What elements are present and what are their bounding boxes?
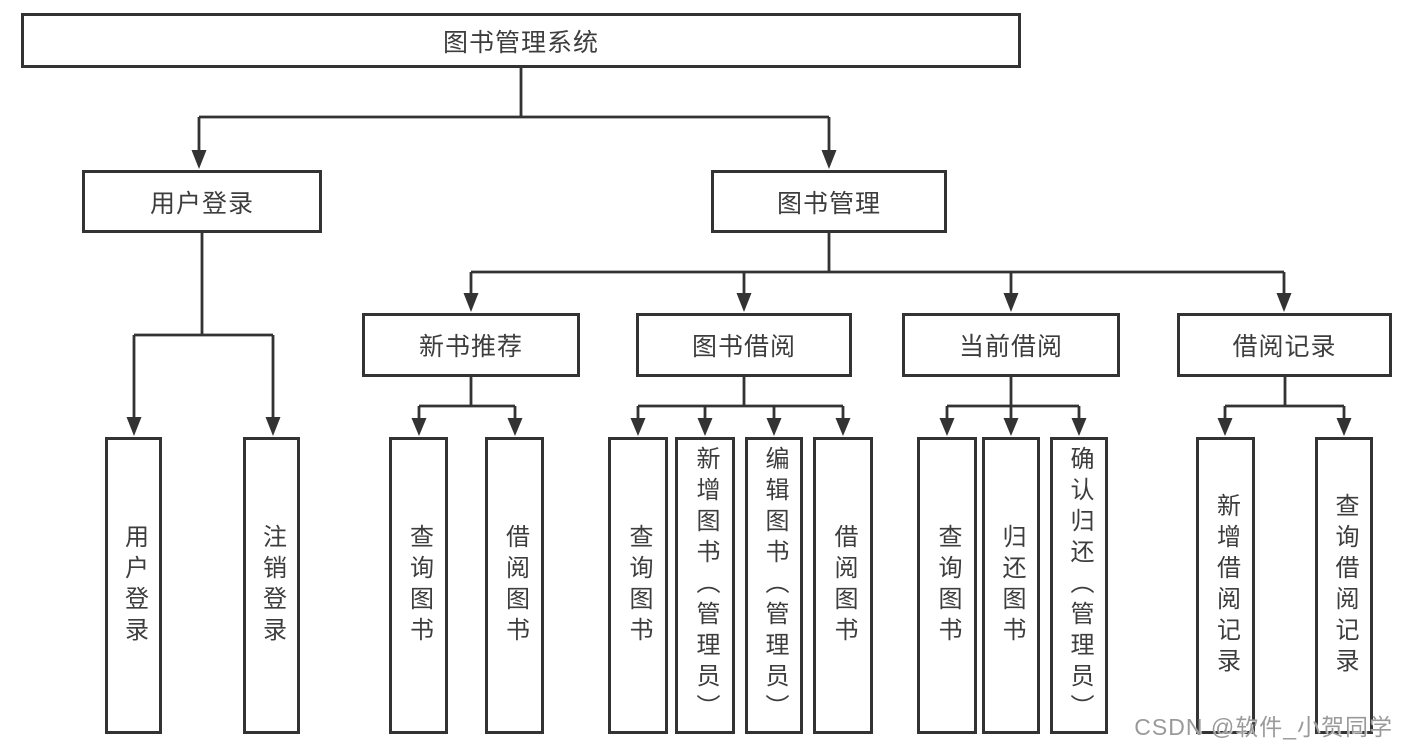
node-label: 用户登录 — [149, 189, 254, 218]
connector-book-borrow-group — [630, 377, 851, 436]
node-label: 当前借阅 — [958, 333, 1063, 361]
connector-user-login-group — [126, 233, 281, 436]
leaf-add-books-admin: 新增图书（管理员） — [675, 437, 735, 734]
node-label: 确认归还（管理员） — [1066, 446, 1093, 725]
connector-root-to-level2 — [191, 68, 837, 169]
leaf-add-borrow-record: 新增借阅记录 — [1196, 437, 1255, 734]
node-label: 新增借阅记录 — [1212, 492, 1240, 679]
node-label: 注销登录 — [258, 523, 286, 648]
connector-book-management-to-level3 — [463, 233, 1292, 312]
node-label: 查询图书 — [625, 523, 652, 648]
leaf-user-login: 用户登录 — [105, 437, 162, 734]
node-label: 查询借阅记录 — [1331, 492, 1358, 679]
connector-borrow-records-group — [1217, 377, 1352, 436]
node-book-management: 图书管理 — [711, 170, 947, 233]
node-label: 图书管理系统 — [442, 28, 599, 57]
node-new-book-recommendation: 新书推荐 — [362, 313, 580, 377]
node-borrowing-records: 借阅记录 — [1177, 313, 1392, 377]
leaf-query-borrow-record: 查询借阅记录 — [1315, 437, 1373, 734]
node-label: 图书管理 — [776, 189, 881, 218]
node-label: 查询图书 — [405, 523, 433, 648]
node-label: 归还图书 — [998, 523, 1025, 648]
leaf-query-books-recommend: 查询图书 — [389, 437, 448, 734]
node-root-library-management-system: 图书管理系统 — [21, 13, 1021, 68]
leaf-logout: 注销登录 — [243, 437, 300, 734]
leaf-borrow-books-borrowing: 借阅图书 — [813, 437, 873, 734]
node-label: 新增图书（管理员） — [692, 446, 719, 725]
leaf-edit-books-admin: 编辑图书（管理员） — [745, 437, 803, 734]
csdn-watermark: CSDN @软件_小贺同学 — [1134, 714, 1393, 740]
node-label: 借阅图书 — [501, 523, 529, 648]
node-label: 借阅图书 — [830, 523, 857, 648]
node-current-borrowing: 当前借阅 — [902, 313, 1120, 377]
node-book-borrowing: 图书借阅 — [636, 313, 852, 377]
leaf-return-books: 归还图书 — [982, 437, 1040, 734]
node-label: 借阅记录 — [1232, 333, 1337, 361]
node-label: 查询图书 — [934, 523, 961, 648]
leaf-query-books-current: 查询图书 — [917, 437, 977, 734]
connector-new-book-group — [411, 377, 523, 436]
connector-current-borrow-group — [939, 377, 1087, 436]
leaf-confirm-return-admin: 确认归还（管理员） — [1050, 437, 1108, 734]
node-label: 用户登录 — [120, 523, 148, 648]
node-user-login: 用户登录 — [82, 170, 322, 233]
node-label: 新书推荐 — [418, 333, 523, 361]
leaf-query-books-borrowing: 查询图书 — [608, 437, 668, 734]
leaf-borrow-books-recommend: 借阅图书 — [485, 437, 544, 734]
node-label: 编辑图书（管理员） — [761, 446, 788, 725]
node-label: 图书借阅 — [691, 333, 796, 361]
